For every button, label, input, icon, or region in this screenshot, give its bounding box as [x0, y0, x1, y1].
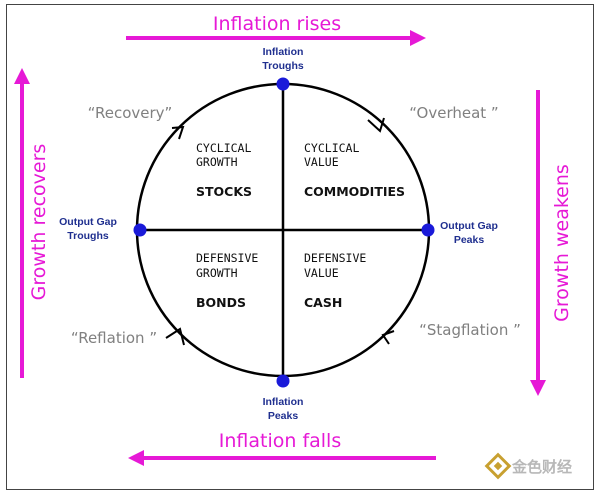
- quad-tl-line2: GROWTH: [196, 155, 238, 169]
- quad-tl-asset: STOCKS: [196, 184, 252, 199]
- label-output-gap-troughs-1: Output Gap: [59, 216, 117, 228]
- label-inflation-rises: Inflation rises: [213, 13, 341, 35]
- arrow-growth-recovers: [14, 68, 30, 378]
- chevron-icon-reflation: [165, 327, 185, 346]
- quad-bl-asset: BONDS: [196, 295, 246, 310]
- arrow-growth-weakens: [530, 90, 546, 396]
- label-inflation-falls: Inflation falls: [219, 430, 341, 452]
- diagram-frame: [6, 4, 594, 490]
- point-inflation-peaks: [276, 374, 290, 388]
- label-output-gap-peaks-1: Output Gap: [440, 220, 498, 232]
- quad-bl-line2: GROWTH: [196, 266, 238, 280]
- label-output-gap-peaks-2: Peaks: [454, 234, 485, 246]
- arrow-inflation-rises: [126, 30, 426, 46]
- watermark-text: 金色财经: [511, 458, 572, 476]
- label-inflation-troughs-2: Troughs: [262, 60, 304, 72]
- phase-stagflation: “Stagflation ”: [419, 321, 521, 339]
- phase-overheat: “Overheat ”: [409, 104, 498, 122]
- label-inflation-troughs-1: Inflation: [263, 46, 304, 58]
- quad-br-asset: CASH: [304, 295, 342, 310]
- point-output-gap-troughs: [133, 223, 147, 237]
- quad-tr-line1: CYCLICAL: [304, 141, 359, 155]
- quad-tr-line2: VALUE: [304, 155, 339, 169]
- label-growth-weakens: Growth weakens: [551, 164, 573, 322]
- arrow-inflation-falls: [128, 450, 436, 466]
- label-growth-recovers: Growth recovers: [28, 144, 50, 301]
- quad-br-line1: DEFENSIVE: [304, 251, 366, 265]
- point-output-gap-peaks: [421, 223, 435, 237]
- phase-recovery: “Recovery”: [88, 104, 173, 122]
- chevron-icon-overheat: [367, 117, 385, 133]
- chevron-icon-recovery: [171, 125, 185, 140]
- quad-br-line2: VALUE: [304, 266, 339, 280]
- watermark-logo: 金色财经: [484, 452, 572, 480]
- chevron-icon-stagflation: [381, 330, 395, 345]
- label-inflation-peaks-2: Peaks: [268, 410, 299, 422]
- point-inflation-troughs: [276, 77, 290, 91]
- phase-reflation: “Reflation ”: [71, 329, 157, 347]
- label-output-gap-troughs-2: Troughs: [67, 230, 109, 242]
- label-inflation-peaks-1: Inflation: [263, 396, 304, 408]
- quad-tl-line1: CYCLICAL: [196, 141, 251, 155]
- quad-tr-asset: COMMODITIES: [304, 184, 405, 199]
- quad-bl-line1: DEFENSIVE: [196, 251, 258, 265]
- logo-icon: [484, 452, 512, 480]
